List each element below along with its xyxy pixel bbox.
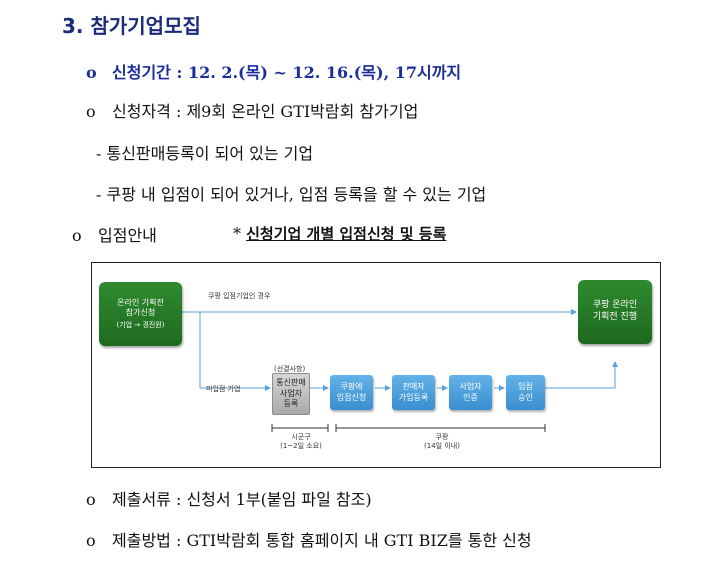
- step-line: 사업자: [459, 382, 482, 392]
- method-value: : GTI박람회 통합 홈페이지 내 GTI BIZ를 통한 신청: [175, 531, 532, 550]
- note-mark: *: [233, 224, 241, 243]
- registration-box: 통신판매 사업자 등록: [272, 373, 310, 415]
- gray-box-line: 통신판매: [276, 378, 306, 388]
- return-arrow: [545, 361, 618, 389]
- right-bracket-label: 쿠팡 (14일 이내): [410, 433, 474, 452]
- documents: ο 제출서류 : 신청서 1부(붙임 파일 참조): [86, 486, 372, 510]
- step-line: 입점: [518, 382, 533, 392]
- period-value: : 12. 2.(목) ~ 12. 16.(목), 17시까지: [176, 63, 462, 82]
- start-box-line: (기업 → 경진원): [116, 321, 165, 330]
- entry-note: * 신청기업 개별 입점신청 및 등록: [233, 223, 446, 244]
- bracket-line: 쿠팡: [435, 433, 449, 441]
- bullet: ο: [86, 490, 96, 509]
- step-line: 쿠팡에: [340, 382, 363, 392]
- bracket-line: (14일 이내): [424, 442, 460, 451]
- bracket-line: (1~2일 소요): [280, 442, 322, 451]
- end-box-line: 기획전 진행: [592, 312, 638, 322]
- prereq-label: (선결사항): [274, 365, 306, 373]
- qualification-label: 신청자격: [112, 102, 171, 121]
- step-verification: 사업자 인증: [449, 375, 492, 410]
- flow-lines: [182, 309, 618, 432]
- bullet: ο: [72, 226, 82, 245]
- bullet: ο: [86, 531, 96, 550]
- entry-label: 입점안내: [98, 226, 157, 245]
- step-line: 입점신청: [336, 392, 367, 402]
- qualification-sub-2: - 쿠팡 내 입점이 되어 있거나, 입점 등록을 할 수 있는 기업: [96, 185, 487, 204]
- qualification-value: : 제9회 온라인 GTI박람회 참가기업: [175, 102, 419, 121]
- step-line: 승인: [518, 392, 533, 402]
- gray-box-line: 사업자: [279, 388, 303, 398]
- end-box: 쿠팡 온라인 기획전 진행: [578, 280, 652, 344]
- start-box: 온라인 기획전 참가신청 (기업 → 경진원): [99, 282, 182, 346]
- left-bracket-label: 시군구 (1~2일 소요): [274, 433, 328, 452]
- section-heading: 3. 참가기업모집: [62, 14, 201, 38]
- branch-label: 미입점 기업: [206, 385, 241, 393]
- application-period: ο 신청기간 : 12. 2.(목) ~ 12. 16.(목), 17시까지: [86, 59, 461, 83]
- entry-note-text: 신청기업 개별 입점신청 및 등록: [246, 225, 447, 243]
- step-seller-signup: 판매자 가입등록: [392, 375, 435, 410]
- entry-guide: ο 입점안내: [72, 222, 157, 246]
- documents-value: : 신청서 1부(붙임 파일 참조): [175, 490, 372, 509]
- step-approval: 입점 승인: [506, 375, 545, 410]
- documents-label: 제출서류: [112, 490, 171, 509]
- step-line: 판매자: [402, 382, 425, 392]
- qualification: ο 신청자격 : 제9회 온라인 GTI박람회 참가기업: [86, 98, 418, 122]
- bracket-line: 시군구: [291, 433, 311, 441]
- end-box-line: 쿠팡 온라인: [592, 300, 638, 311]
- period-label: 신청기간: [112, 63, 171, 82]
- bullet: ο: [86, 102, 96, 121]
- step-line: 가입등록: [398, 392, 429, 402]
- step-line: 인증: [463, 392, 478, 402]
- method-label: 제출방법: [112, 531, 171, 550]
- gray-box-line: 등록: [283, 399, 299, 409]
- process-diagram: 온라인 기획전 참가신청 (기업 → 경진원) 쿠팡 온라인 기획전 진행 쿠팡…: [91, 262, 661, 468]
- step-apply: 쿠팡에 입점신청: [330, 375, 373, 410]
- bullet: ο: [86, 63, 97, 82]
- start-box-line: 참가신청: [125, 307, 156, 317]
- top-label: 쿠팡 입점기업인 경우: [208, 292, 271, 300]
- submission-method: ο 제출방법 : GTI박람회 통합 홈페이지 내 GTI BIZ를 통한 신청: [86, 527, 532, 551]
- qualification-sub-1: - 통신판매등록이 되어 있는 기업: [96, 144, 314, 163]
- start-box-line: 온라인 기획전: [117, 297, 164, 307]
